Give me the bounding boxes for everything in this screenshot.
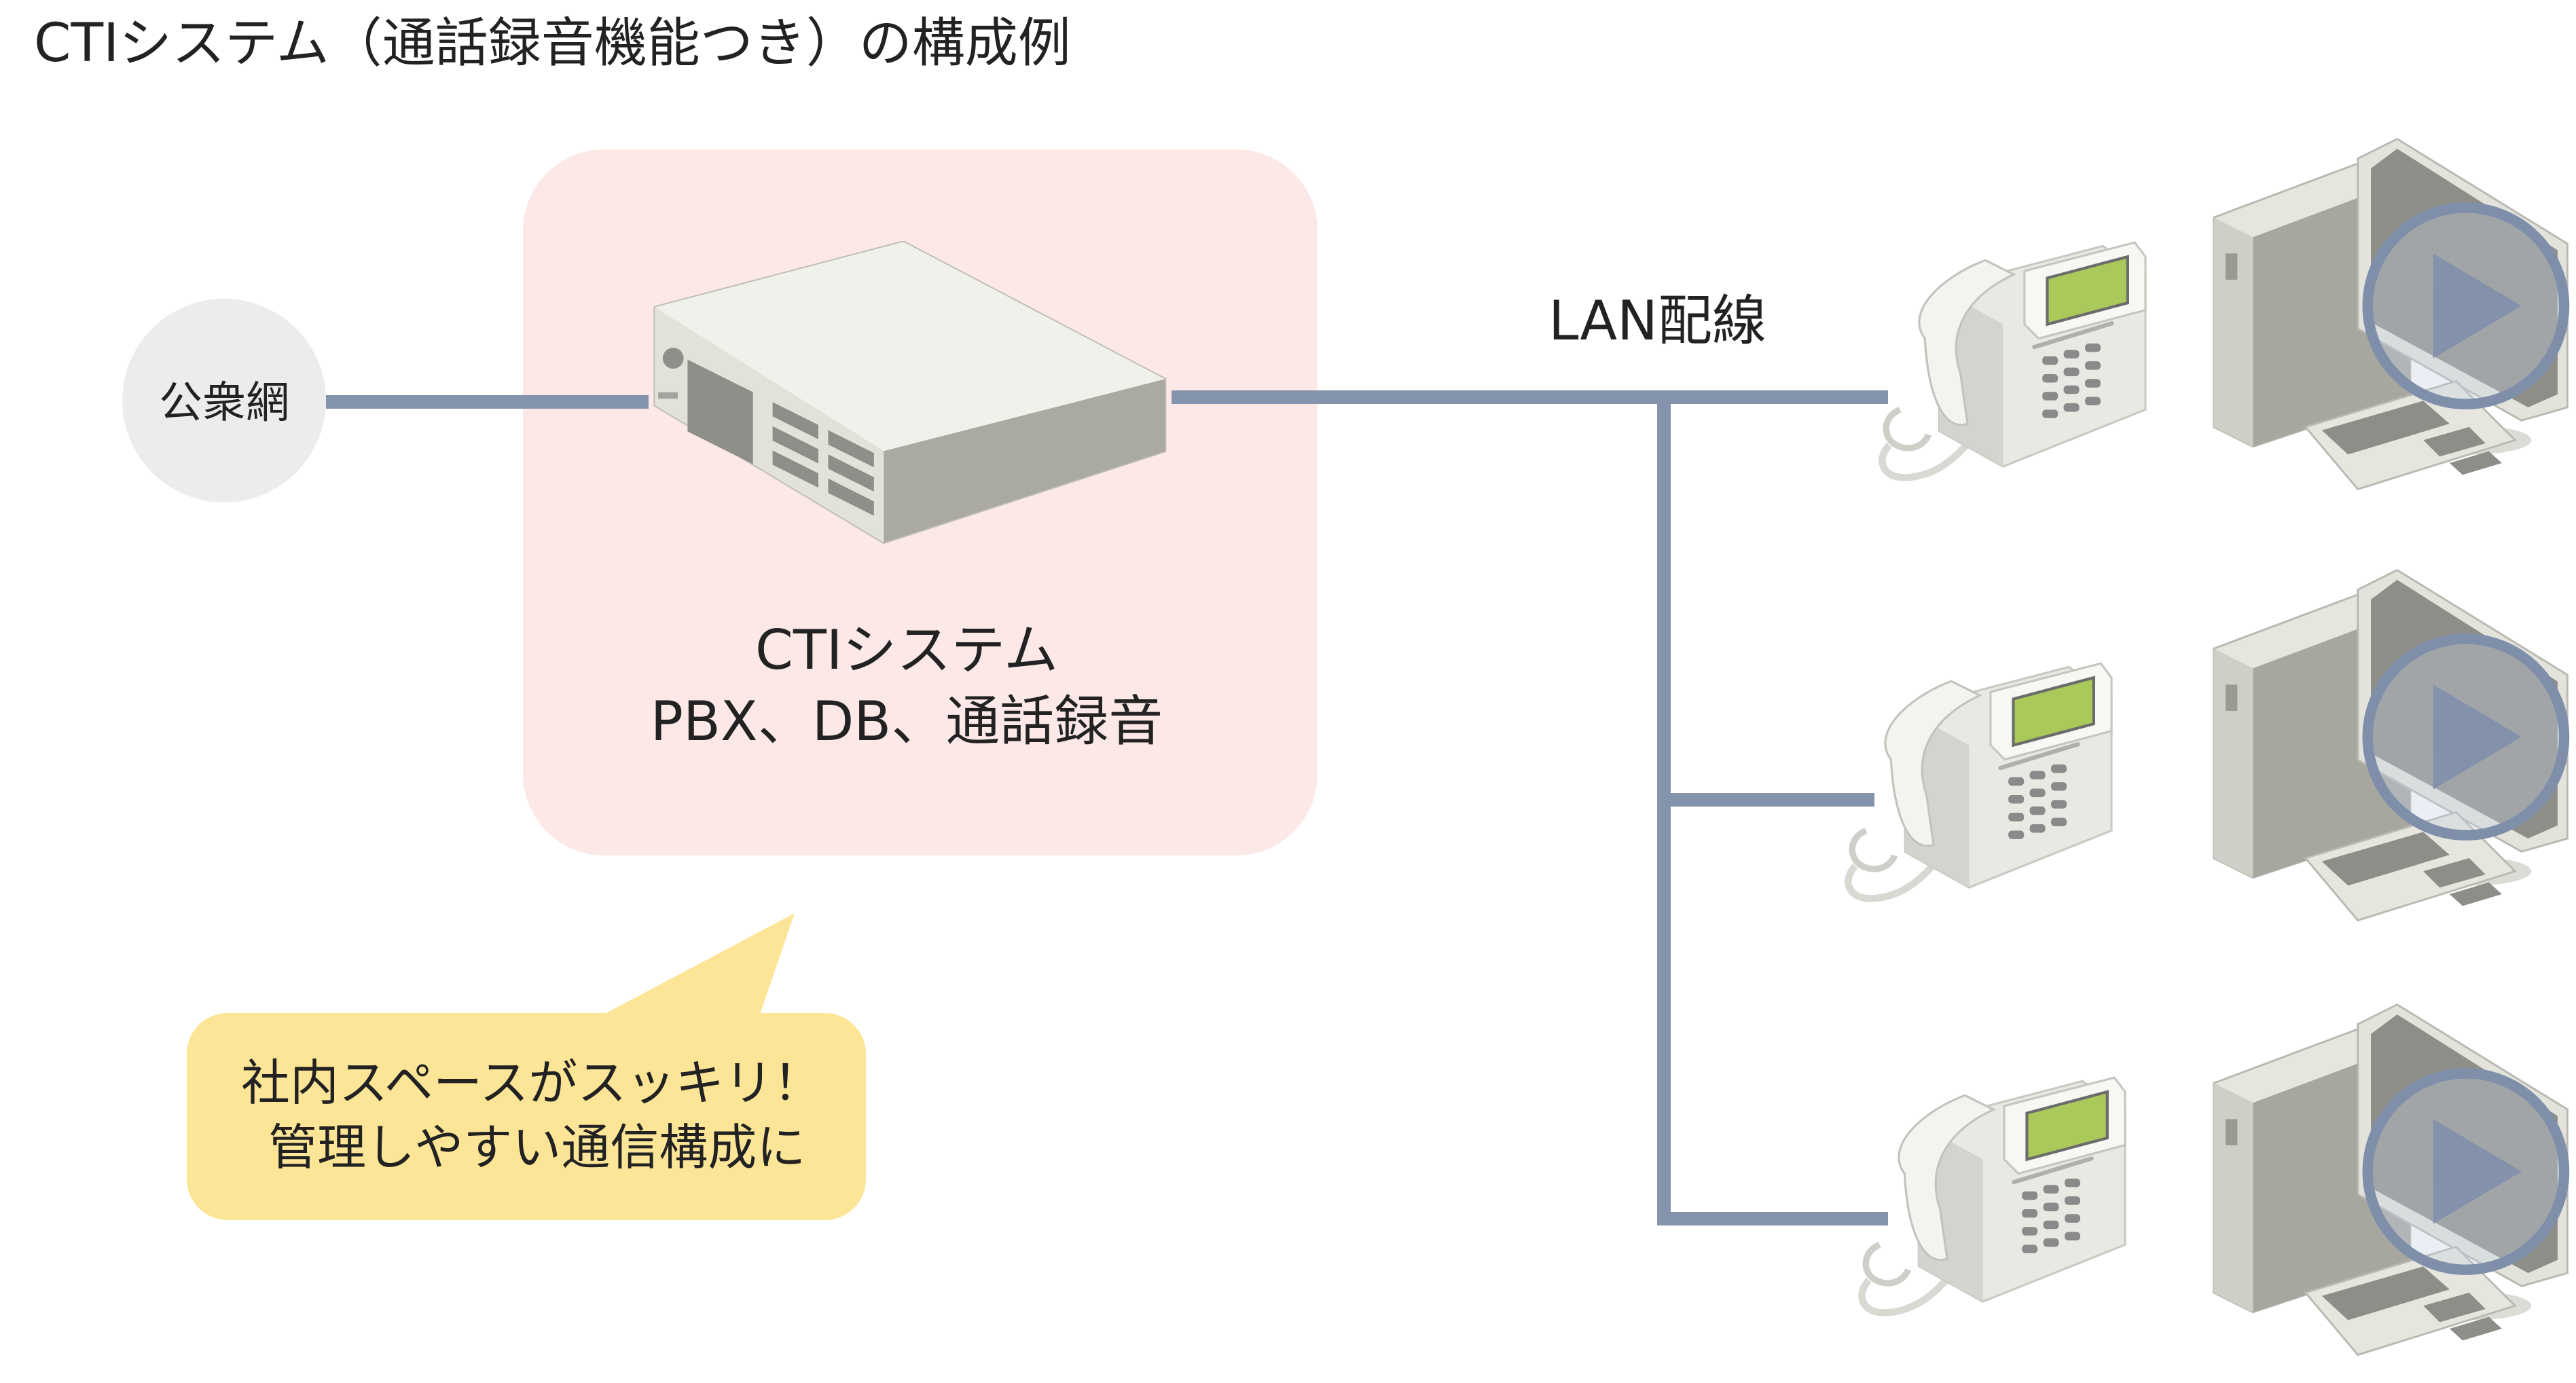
cti-system-features: PBX、DB、通話録音 [651,690,1163,753]
desk-phone-icon [1862,1077,2125,1312]
desktop-pc-icon [2214,570,2568,921]
desktop-pc-icon [2214,1005,2568,1355]
terminal-row-1 [1882,139,2567,490]
desk-phone-icon [1848,663,2111,898]
lan-label: LAN配線 [1548,289,1766,352]
callout-line-1: 社内スペースがスッキリ！ [241,1054,822,1111]
public-network-label: 公衆網 [159,378,289,428]
cti-system-label: CTIシステム [755,619,1058,682]
callout-bubble [187,913,866,1220]
desk-phone-icon [1882,242,2145,477]
desktop-pc-icon [2214,139,2568,490]
network-lines [326,390,1888,1225]
callout-line-2: 管理しやすい通信構成に [268,1119,805,1176]
terminal-row-2 [1848,570,2567,921]
public-network-node [122,299,326,502]
diagram-title: CTIシステム（通話録音機能つき）の構成例 [34,13,1071,74]
terminal-row-3 [1862,1005,2567,1355]
